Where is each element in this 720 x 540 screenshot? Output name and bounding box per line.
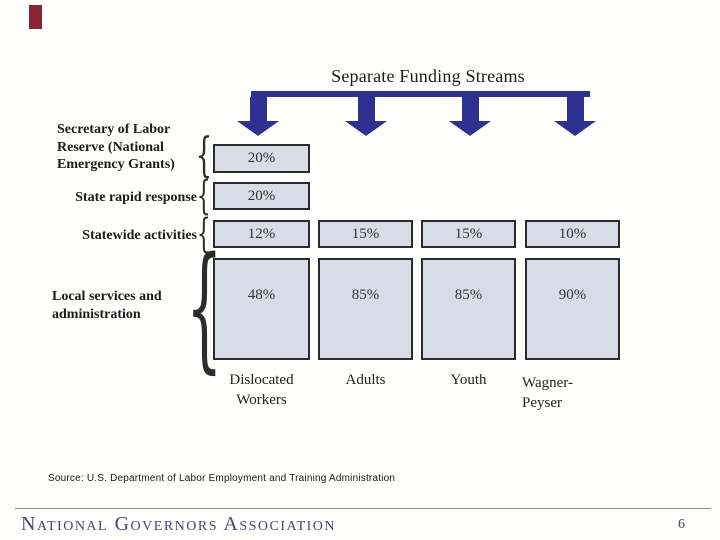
arrow-stem: [461, 97, 479, 121]
row-label-line: Local services and: [52, 289, 162, 304]
value-box-rapid-dislocated: 20%: [213, 182, 310, 210]
percent-value: 48%: [247, 287, 276, 303]
value-box-secretary-dislocated: 20%: [213, 144, 310, 173]
template-accent-bar: [29, 5, 42, 29]
footer-organization: National Governors Association: [21, 513, 337, 535]
row-label-statewide-activities: Statewide activities: [82, 228, 197, 243]
row-label-line: Reserve (National: [57, 139, 164, 155]
value-box-statewide-wagner: 10%: [525, 220, 620, 248]
column-label-youth: Youth: [450, 372, 487, 388]
column-label-line: Wagner-: [522, 375, 573, 391]
percent-value: 85%: [351, 287, 380, 303]
arrow-head: [449, 121, 491, 136]
row-label-line: Emergency Grants): [57, 157, 175, 172]
funding-streams-connector-bar: [251, 91, 590, 97]
source-note: Source: U.S. Department of Labor Employm…: [48, 473, 396, 484]
brace-secretary-row: {: [195, 127, 213, 183]
down-arrow-youth: [449, 97, 491, 136]
value-box-local-youth: 85%: [421, 258, 516, 360]
row-label-state-rapid-response: State rapid response: [75, 190, 197, 205]
arrow-stem: [566, 97, 584, 121]
arrow-head: [554, 121, 596, 136]
arrow-head: [345, 121, 387, 136]
column-label-adults: Adults: [345, 372, 386, 388]
diagram-title: Separate Funding Streams: [331, 66, 525, 86]
percent-value: 12%: [247, 225, 276, 242]
percent-value: 10%: [558, 225, 587, 242]
column-label-line: Dislocated: [229, 372, 294, 388]
row-label-secretary-of-labor-reserve: Secretary of Labor Reserve (National Eme…: [57, 121, 175, 174]
down-arrow-wagner-peyser: [554, 97, 596, 136]
value-box-local-adults: 85%: [318, 258, 413, 360]
column-label-line: Workers: [236, 391, 287, 408]
percent-value: 85%: [454, 287, 483, 303]
row-label-local-services: Local services and administration: [52, 288, 162, 323]
row-label-line: Secretary of Labor: [57, 122, 171, 137]
brace-rapid-response-row: {: [196, 173, 212, 219]
column-label-wagner-peyser: Wagner- Peyser: [522, 374, 622, 413]
arrow-stem: [357, 97, 375, 121]
percent-value: 15%: [454, 225, 483, 242]
value-box-statewide-adults: 15%: [318, 220, 413, 248]
brace-glyph: {: [195, 127, 213, 183]
down-arrow-dislocated-workers: [237, 97, 279, 136]
brace-local-services-row: {: [186, 240, 222, 376]
arrow-stem: [249, 97, 267, 121]
brace-glyph: {: [197, 211, 212, 257]
column-label-line: Peyser: [522, 394, 562, 411]
arrow-head: [237, 121, 279, 136]
value-box-statewide-dislocated: 12%: [213, 220, 310, 248]
value-box-local-dislocated: 48%: [213, 258, 310, 360]
percent-value: 20%: [247, 150, 276, 166]
value-box-statewide-youth: 15%: [421, 220, 516, 248]
percent-value: 90%: [558, 287, 587, 303]
brace-statewide-row: {: [196, 211, 212, 257]
brace-glyph: {: [197, 173, 212, 219]
footer-divider: [15, 508, 711, 509]
percent-value: 15%: [351, 225, 380, 242]
percent-value: 20%: [247, 187, 276, 204]
page-number: 6: [678, 517, 685, 532]
value-box-local-wagner: 90%: [525, 258, 620, 360]
column-label-dislocated-workers: Dislocated Workers: [213, 371, 310, 410]
down-arrow-adults: [345, 97, 387, 136]
row-label-line: administration: [52, 306, 141, 322]
